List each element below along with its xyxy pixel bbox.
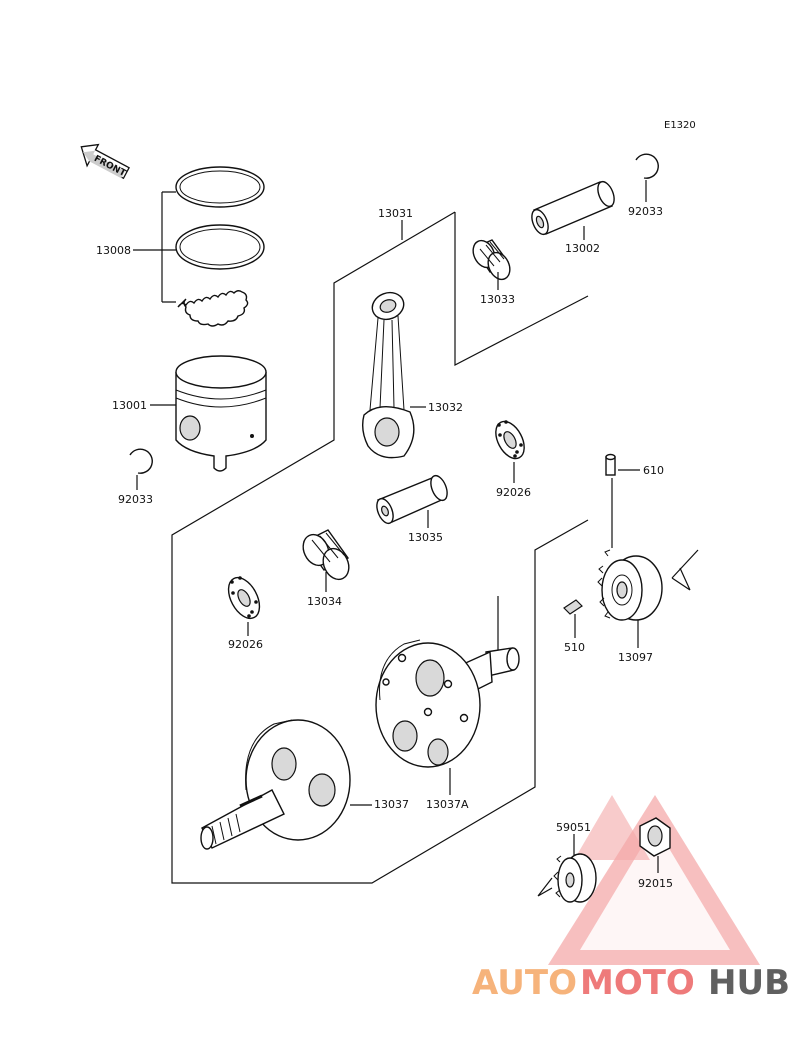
watermark-text-moto: MOTO xyxy=(580,963,695,1003)
piston-pin xyxy=(531,180,615,236)
label-92033-left: 92033 xyxy=(118,493,153,506)
crankshaft-left-half xyxy=(200,719,351,850)
label-13031: 13031 xyxy=(378,207,413,220)
front-arrow-icon: FRONT xyxy=(80,143,130,179)
needle-bearing-upper xyxy=(472,239,511,281)
connecting-rod xyxy=(361,291,415,459)
label-13035: 13035 xyxy=(408,531,443,544)
circlip-left xyxy=(129,448,153,474)
label-510: 510 xyxy=(564,641,585,654)
piston xyxy=(175,355,267,472)
diagram-code: E1320 xyxy=(664,120,696,131)
circlip-right xyxy=(635,153,659,179)
label-13033: 13033 xyxy=(480,293,515,306)
label-13008: 13008 xyxy=(96,244,131,257)
label-13037A: 13037A xyxy=(426,798,469,811)
label-13034: 13034 xyxy=(307,595,342,608)
label-59051: 59051 xyxy=(556,821,591,834)
woodruff-key xyxy=(563,599,583,615)
watermark-text-auto: AUTO xyxy=(472,963,577,1003)
label-610: 610 xyxy=(643,464,664,477)
watermark-logo: AUTO MOTO HUB xyxy=(472,795,790,1003)
thrust-washer-left xyxy=(227,576,261,620)
label-92033-right: 92033 xyxy=(628,205,663,218)
crank-pin xyxy=(376,474,448,525)
label-92026-right: 92026 xyxy=(496,486,531,499)
label-13032: 13032 xyxy=(428,401,463,414)
label-13097: 13097 xyxy=(618,651,653,664)
primary-gear xyxy=(597,549,663,621)
crankshaft-nut xyxy=(639,817,671,857)
label-13037: 13037 xyxy=(374,798,409,811)
assembly-frame-line xyxy=(171,211,589,884)
label-13001: 13001 xyxy=(112,399,147,412)
thrust-washer-right xyxy=(495,420,525,460)
needle-bearing-lower xyxy=(302,529,350,581)
piston-rings xyxy=(175,166,265,327)
label-92015: 92015 xyxy=(638,877,673,890)
watermark-text-hub: HUB xyxy=(708,963,790,1003)
label-13002: 13002 xyxy=(565,242,600,255)
dowel-pin xyxy=(605,453,616,476)
crankshaft-right-half xyxy=(375,596,520,768)
pump-drive-gear xyxy=(553,853,597,903)
label-92026-left: 92026 xyxy=(228,638,263,651)
